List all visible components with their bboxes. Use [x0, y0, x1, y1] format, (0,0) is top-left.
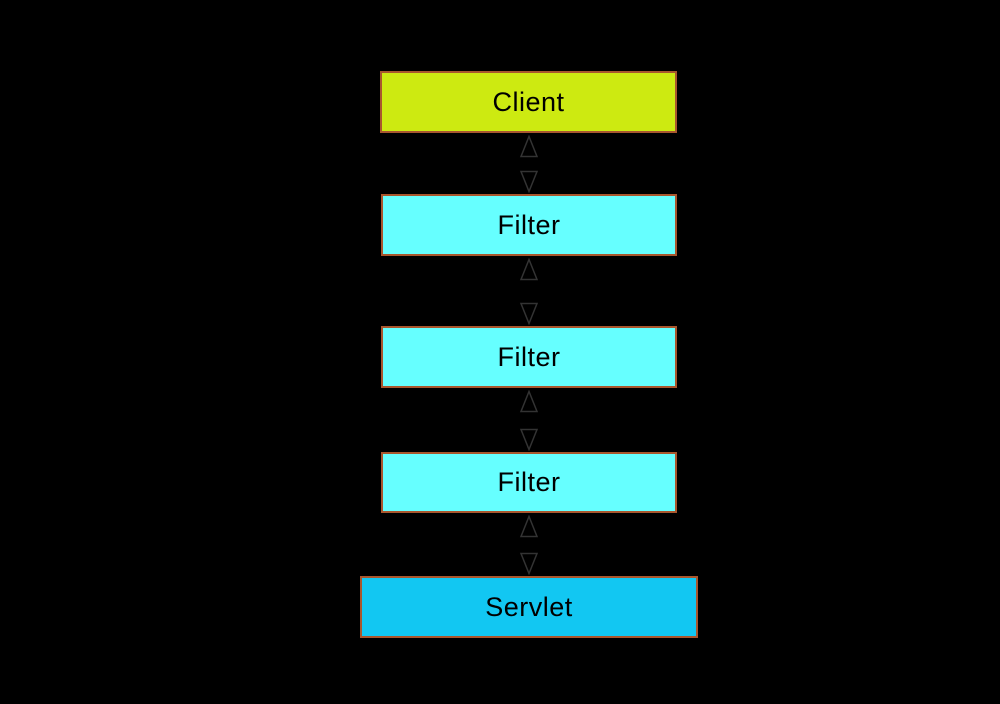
- arrow-up-icon: [519, 135, 539, 158]
- node-filter-1-label: Filter: [497, 209, 561, 240]
- node-servlet-label: Servlet: [485, 591, 573, 622]
- arrow-filter1-filter2: [519, 258, 539, 325]
- node-client: Client: [380, 71, 677, 133]
- arrow-up-icon: [519, 515, 539, 538]
- node-filter-2: Filter: [381, 326, 677, 388]
- node-filter-3: Filter: [381, 452, 677, 513]
- node-filter-2-label: Filter: [497, 341, 561, 372]
- node-filter-3-label: Filter: [497, 467, 561, 497]
- arrow-filter3-servlet: [519, 515, 539, 575]
- arrow-client-filter1: [519, 135, 539, 193]
- node-servlet: Servlet: [360, 576, 698, 638]
- node-filter-1: Filter: [381, 194, 677, 256]
- arrow-up-icon: [519, 258, 539, 281]
- node-client-label: Client: [492, 86, 565, 117]
- arrow-down-icon: [519, 428, 539, 451]
- arrow-down-icon: [519, 552, 539, 575]
- arrow-down-icon: [519, 302, 539, 325]
- arrow-filter2-filter3: [519, 390, 539, 451]
- arrow-down-icon: [519, 170, 539, 193]
- arrow-up-icon: [519, 390, 539, 413]
